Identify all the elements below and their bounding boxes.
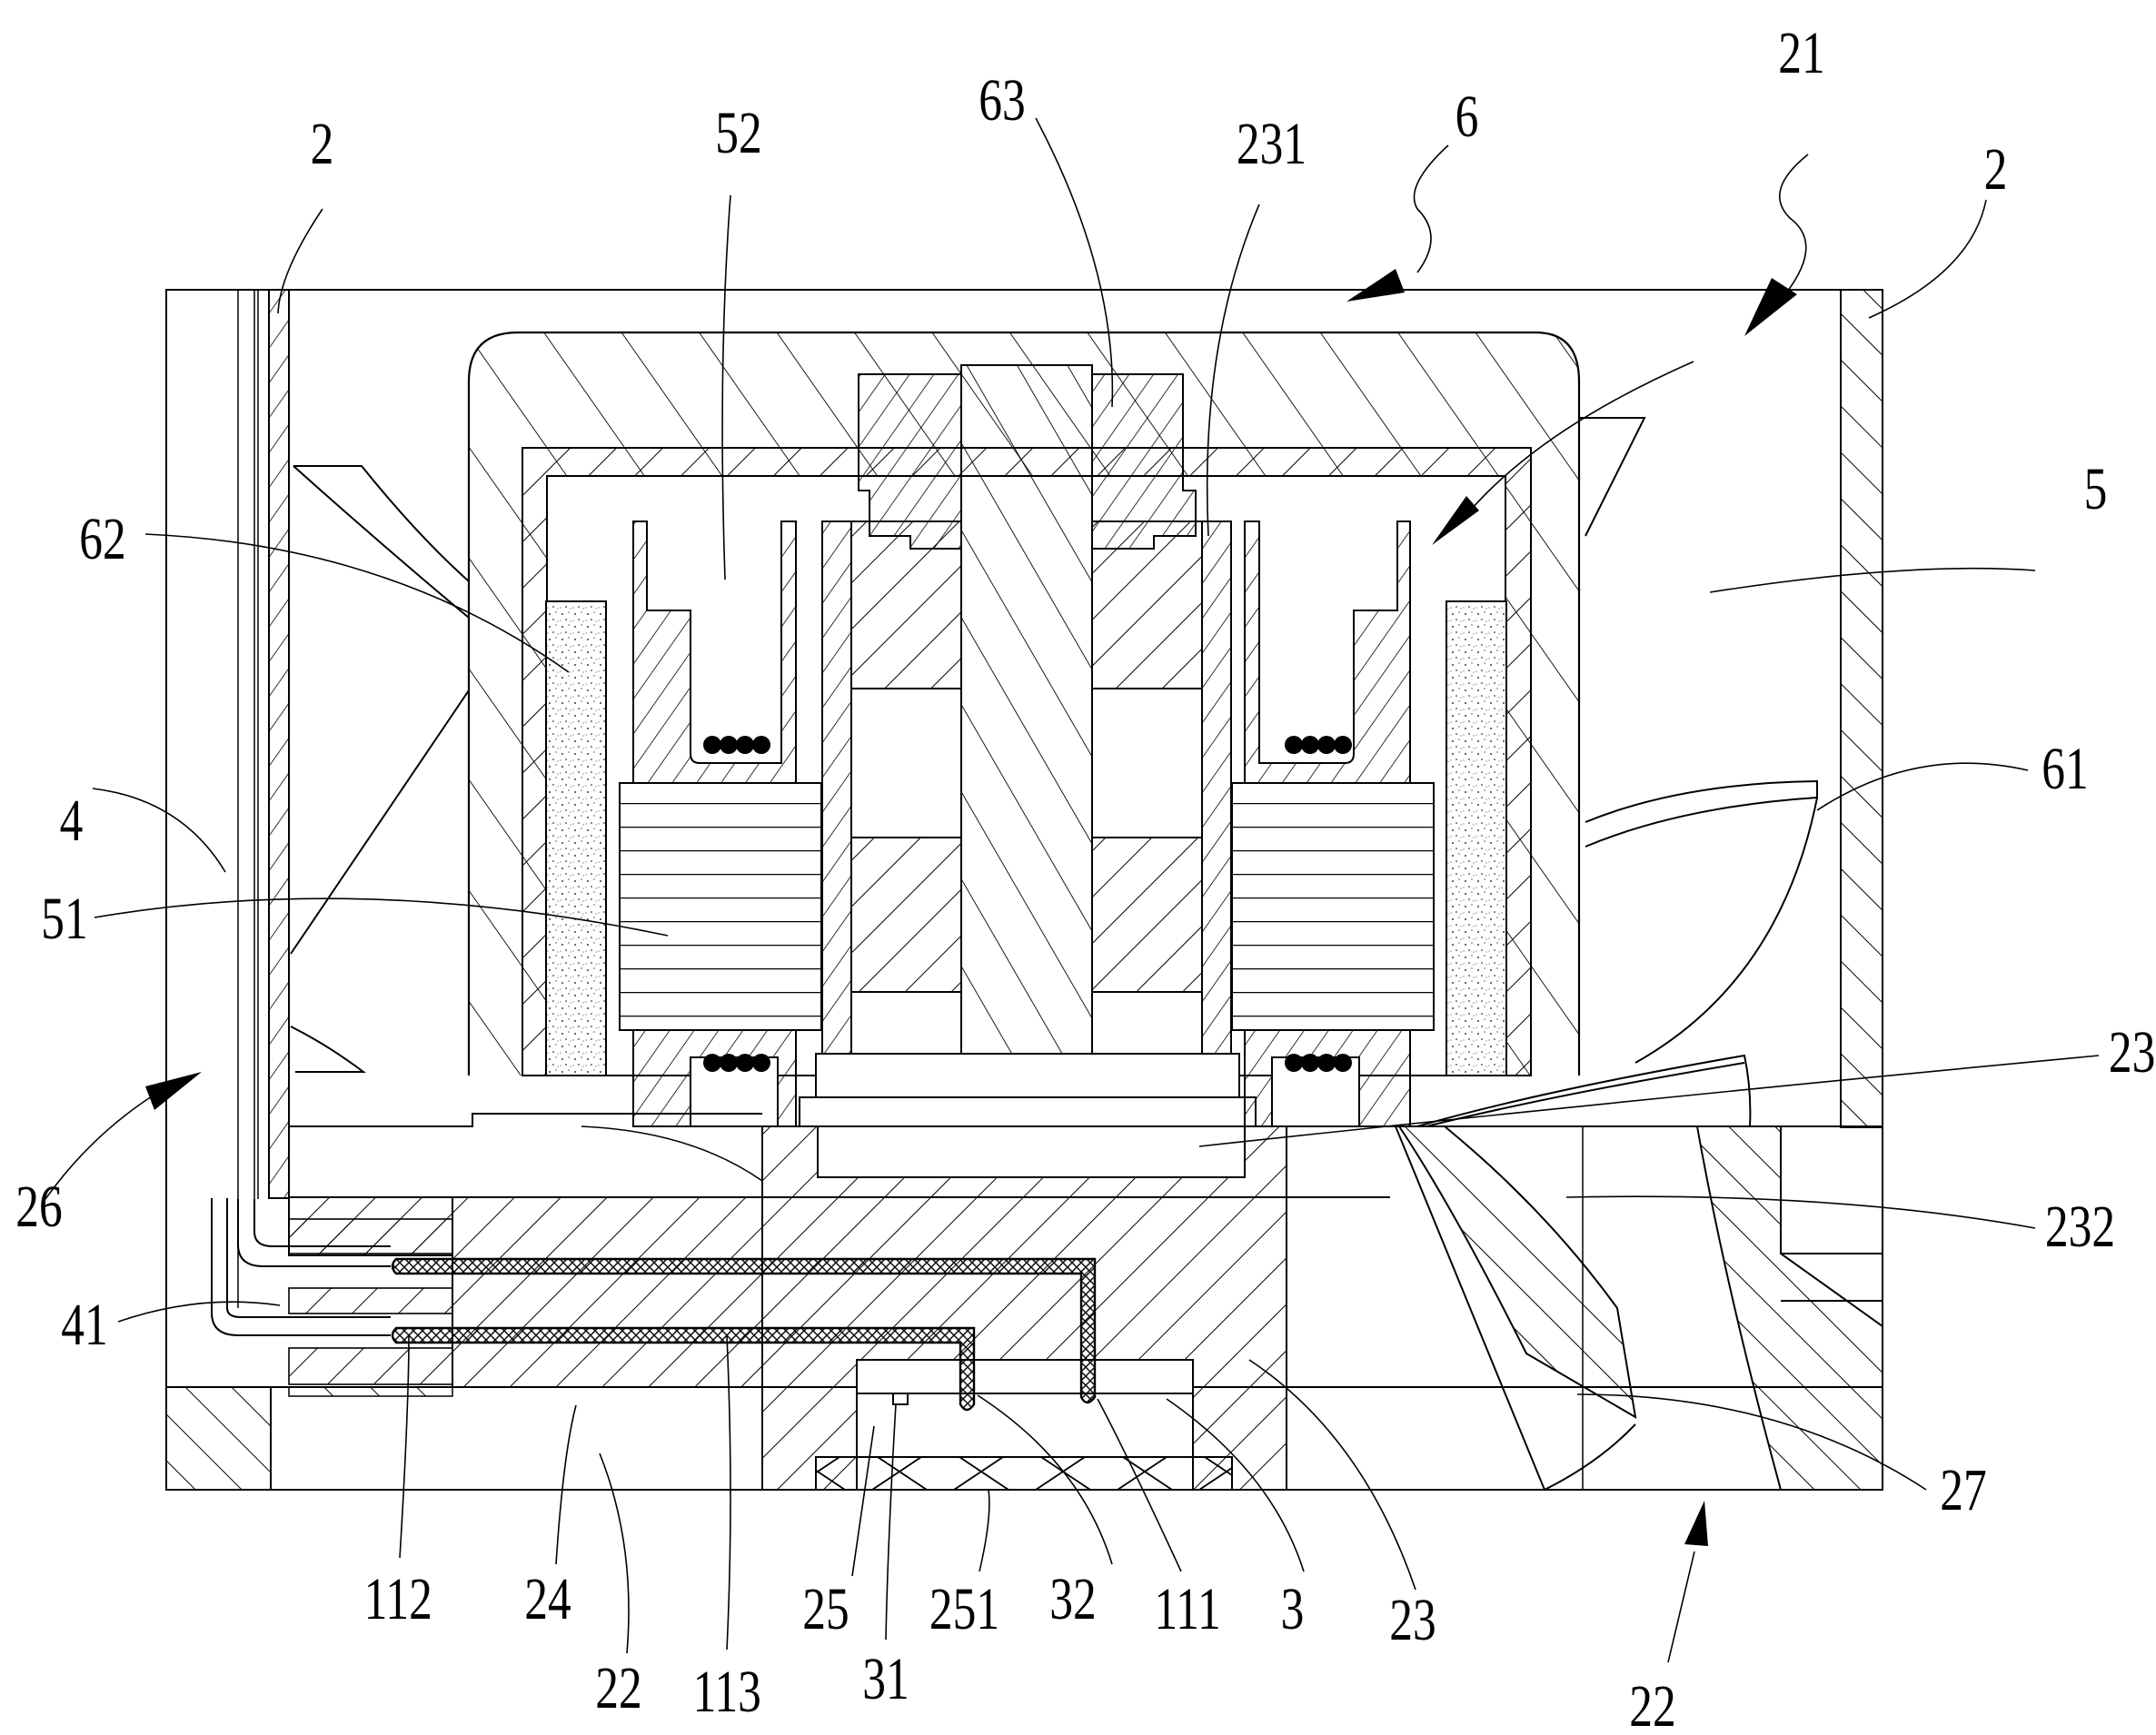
label-231-top: 231 <box>1237 110 1307 177</box>
label-6: 6 <box>1456 83 1479 150</box>
label-2-right: 2 <box>1984 135 2008 203</box>
outlet-232 <box>1287 1125 1883 1491</box>
label-32: 32 <box>1049 1565 1096 1632</box>
sensor-31 <box>892 1393 909 1405</box>
arrow-22-icon <box>1684 1501 1708 1546</box>
stator-5 <box>619 520 1435 1127</box>
label-24: 24 <box>524 1565 571 1632</box>
reference-labels: 2 52 63 231 6 21 2 5 62 4 61 51 231 26 2… <box>15 19 2156 1735</box>
base-23 <box>761 1125 1287 1491</box>
vane-27 <box>1397 1125 1637 1419</box>
magnet-62-left <box>545 600 607 1076</box>
label-26: 26 <box>15 1173 62 1240</box>
direction-arrows <box>45 144 1809 1663</box>
label-113: 113 <box>693 1658 761 1725</box>
lamination-51-right <box>1231 782 1435 1031</box>
label-251: 251 <box>929 1575 999 1642</box>
label-41: 41 <box>61 1291 107 1358</box>
right-wall-hatch <box>1840 289 1883 1128</box>
shaft-63 <box>799 364 1257 1127</box>
label-52: 52 <box>715 99 761 166</box>
label-232: 232 <box>2045 1193 2115 1260</box>
conductor-113 <box>391 1326 976 1412</box>
label-27: 27 <box>1940 1456 1986 1523</box>
arrow-6-icon <box>1346 269 1405 302</box>
label-2-left: 2 <box>311 110 334 177</box>
lead-wire-4 <box>211 1198 391 1336</box>
leader-lines <box>92 117 2100 1654</box>
label-51: 51 <box>41 885 87 952</box>
arrow-5-icon <box>1432 496 1479 545</box>
left-wall-hatch <box>268 289 290 1199</box>
arrow-21-icon <box>1744 278 1797 336</box>
label-5: 5 <box>2084 455 2108 522</box>
lamination-51-left <box>619 782 822 1031</box>
arrow-26-icon <box>145 1072 202 1110</box>
magnet-62-right <box>1446 600 1507 1076</box>
base-block-24 <box>165 1196 763 1491</box>
label-231-right: 231 <box>2109 1018 2156 1086</box>
label-112: 112 <box>364 1565 432 1632</box>
label-61: 61 <box>2042 735 2088 802</box>
label-4: 4 <box>60 787 84 854</box>
label-62: 62 <box>79 505 125 572</box>
label-25: 25 <box>802 1575 849 1642</box>
label-31: 31 <box>862 1645 909 1712</box>
conductor-111 <box>391 1257 1097 1404</box>
label-23: 23 <box>1389 1586 1436 1653</box>
label-22-right: 22 <box>1629 1672 1675 1735</box>
label-63: 63 <box>979 66 1025 134</box>
label-22-left: 22 <box>595 1654 641 1721</box>
label-111: 111 <box>1154 1575 1220 1642</box>
label-21: 21 <box>1778 19 1824 86</box>
cover-251 <box>815 1456 1233 1491</box>
coil-52 <box>703 736 1352 1072</box>
label-3: 3 <box>1281 1575 1305 1642</box>
